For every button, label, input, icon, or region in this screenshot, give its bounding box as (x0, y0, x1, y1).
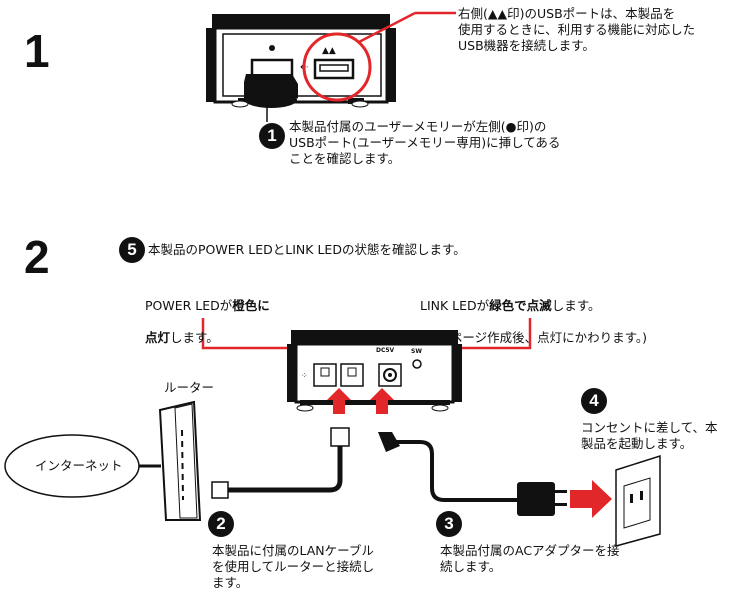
plug-in-arrow (570, 480, 612, 518)
dot-mark (269, 45, 275, 51)
ac-cable (378, 432, 567, 516)
lan-note: 本製品に付属のLANケーブル を使用してルーターと接続し ます。 (212, 543, 375, 590)
step1-number: 1 (24, 25, 50, 77)
marker-1: 1 (259, 123, 285, 149)
outlet-note: コンセントに差して、本 製品を起動します。 (581, 420, 718, 451)
marker-5: 5 (119, 237, 145, 263)
highlight-circle (302, 32, 372, 102)
device-back-view: ⁘ (287, 330, 462, 412)
link-led-note: LINK LEDが緑色で点滅します。 (マイページ作成後、点灯にかわります。) (420, 298, 648, 345)
device-front-view: ⇠ (206, 14, 396, 108)
marker-4: 4 (581, 388, 607, 414)
step1-usb-note: 右側(▲▲印)のUSBポートは、本製品を 使用するときに、利用する機能に対応した… (458, 6, 696, 53)
wall-outlet (615, 454, 661, 547)
triangle-mark: ▲▲ (322, 46, 336, 56)
router-device (158, 400, 202, 521)
power-led-note: POWER LEDが橙色に 点灯します。 (145, 298, 270, 345)
router-label: ルーター (164, 380, 215, 395)
lan-cable (211, 427, 350, 499)
step1-memory-note: 本製品付属のユーザーメモリーが左側(●印)の USBポート(ユーザーメモリー専用… (289, 119, 561, 166)
insert-arrow-lan (327, 388, 351, 414)
step2-heading: 本製品のPOWER LEDとLINK LEDの状態を確認します。 (148, 242, 466, 257)
marker-3: 3 (436, 511, 462, 537)
sw-label: SW (411, 348, 422, 355)
internet-label: インターネット (35, 458, 123, 473)
svg-text:⁘: ⁘ (301, 371, 308, 380)
marker-2: 2 (208, 511, 234, 537)
ac-note: 本製品付属のACアダプターを接 続します。 (440, 543, 620, 574)
dc-port-label: -◆+ DC5V (376, 340, 395, 354)
insert-arrow-dc (370, 388, 394, 414)
step2-number: 2 (24, 231, 50, 283)
